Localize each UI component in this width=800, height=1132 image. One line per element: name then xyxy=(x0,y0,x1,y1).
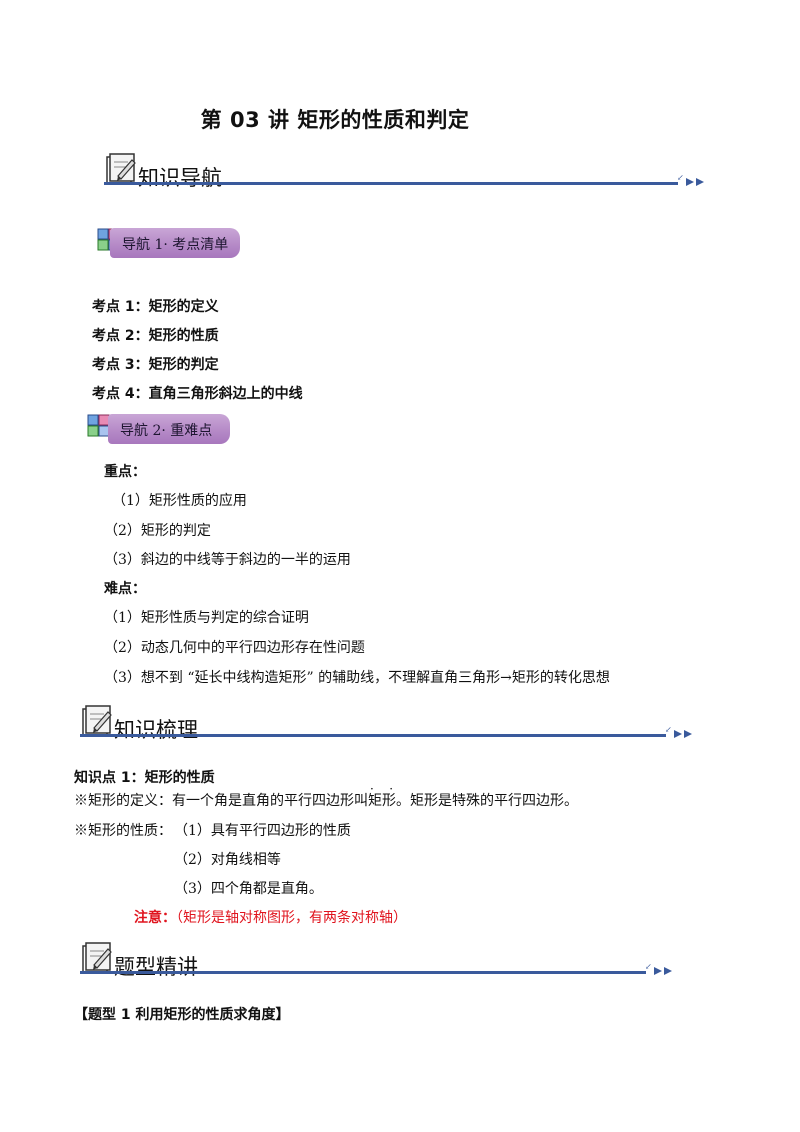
difficult-item: （3）想不到 “延长中线构造矩形” 的辅助线，不理解直角三角形→矩形的转化思想 xyxy=(104,670,610,686)
section-banner-nav: 知识导航 ↙ xyxy=(104,152,714,200)
key-item: （1）矩形性质的应用 xyxy=(112,493,247,509)
svg-text:↙: ↙ xyxy=(665,725,672,734)
section-banner-practice: 题型精讲 ↙ xyxy=(80,941,680,989)
question-type-heading: 【题型 1 利用矩形的性质求角度】 xyxy=(74,1007,290,1023)
key-item: （2）矩形的判定 xyxy=(104,523,211,539)
note-text: （矩形是轴对称图形，有两条对称轴） xyxy=(176,910,407,926)
svg-text:↙: ↙ xyxy=(645,962,652,971)
pill-label: 导航 1· 考点清单 xyxy=(122,237,229,253)
note-label: 注意： xyxy=(134,910,176,926)
difficult-heading: 难点： xyxy=(104,581,146,597)
nav-pill-1: 导航 1· 考点清单 xyxy=(110,228,240,258)
double-arrow-icon: ↙ xyxy=(645,962,672,975)
point-heading: 知识点 1：矩形的性质 xyxy=(74,770,215,786)
page-title: 第 03 讲 矩形的性质和判定 xyxy=(200,108,470,132)
definition-line: ※矩形的定义：有一个角是直角的平行四边形叫矩形。矩形是特殊的平行四边形。 xyxy=(74,790,578,810)
property-label: ※矩形的性质： xyxy=(74,823,172,839)
property-item: （1）具有平行四边形的性质 xyxy=(174,823,351,839)
property-item: （3）四个角都是直角。 xyxy=(174,881,323,897)
difficult-item: （1）矩形性质与判定的综合证明 xyxy=(104,610,309,626)
difficult-item: （2）动态几何中的平行四边形存在性问题 xyxy=(104,640,365,656)
section-banner-review: 知识梳理 ↙ xyxy=(80,704,700,752)
notebook-pencil-icon xyxy=(106,153,136,185)
definition-suffix: 。矩形是特殊的平行四边形。 xyxy=(396,793,578,809)
section-banner-label: 题型精讲 xyxy=(114,955,198,979)
section-rule xyxy=(104,182,678,185)
key-item: （3）斜边的中线等于斜边的一半的运用 xyxy=(104,552,351,568)
section-rule xyxy=(80,971,646,974)
key-heading: 重点： xyxy=(104,464,146,480)
kaodian-3: 考点 3：矩形的判定 xyxy=(92,357,219,373)
kaodian-4: 考点 4：直角三角形斜边上的中线 xyxy=(92,386,303,402)
nav-pill-2: 导航 2· 重难点 xyxy=(108,414,230,444)
definition-term: 矩形 xyxy=(368,793,396,809)
double-arrow-icon: ↙ xyxy=(677,173,704,186)
section-banner-label: 知识梳理 xyxy=(114,718,198,742)
notebook-pencil-icon xyxy=(82,705,112,737)
definition-prefix: ※矩形的定义：有一个角是直角的平行四边形叫 xyxy=(74,793,368,809)
section-banner-label: 知识导航 xyxy=(138,166,222,190)
note-line: 注意：（矩形是轴对称图形，有两条对称轴） xyxy=(134,907,407,927)
kaodian-1: 考点 1：矩形的定义 xyxy=(92,299,219,315)
section-rule xyxy=(80,734,666,737)
pill-label: 导航 2· 重难点 xyxy=(120,423,213,439)
kaodian-2: 考点 2：矩形的性质 xyxy=(92,328,219,344)
property-item: （2）对角线相等 xyxy=(174,852,281,868)
double-arrow-icon: ↙ xyxy=(665,725,692,738)
svg-text:↙: ↙ xyxy=(677,173,684,182)
